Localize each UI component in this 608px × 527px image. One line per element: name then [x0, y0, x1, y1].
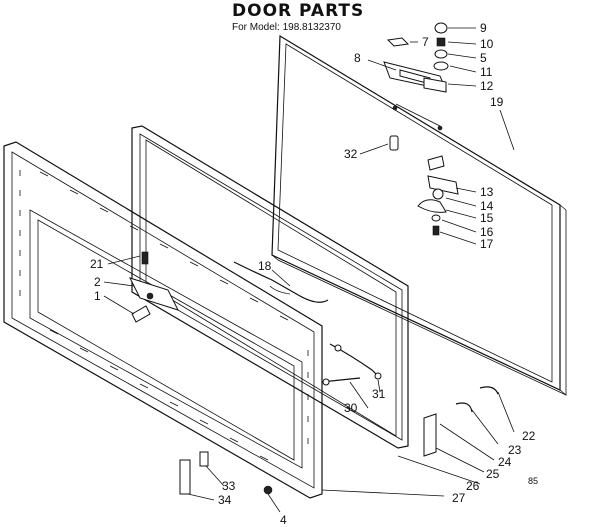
- callout-26: 26: [466, 479, 480, 493]
- callout-27: 27: [452, 491, 466, 505]
- callout-13: 13: [480, 185, 494, 199]
- callout-32: 32: [344, 147, 358, 161]
- lower-right-hardware: [423, 386, 499, 457]
- callout-34: 34: [218, 493, 232, 507]
- callout-7: 7: [422, 35, 429, 49]
- callout-23: 23: [508, 443, 522, 457]
- callout-18: 18: [258, 259, 272, 273]
- inner-door-panel: [3, 141, 323, 499]
- callout-9: 9: [480, 21, 487, 35]
- callout-17: 17: [480, 237, 494, 251]
- connector-30: [321, 377, 361, 386]
- callout-33: 33: [222, 479, 236, 493]
- callout-31: 31: [372, 387, 386, 401]
- callout-8: 8: [354, 51, 361, 65]
- callout-12: 12: [480, 79, 494, 93]
- middle-glass-frame: [131, 125, 409, 449]
- callout-30: 30: [344, 401, 358, 415]
- callout-15: 15: [480, 211, 494, 225]
- outer-door-panel: [271, 34, 567, 396]
- wire-harness-31: [329, 343, 382, 380]
- callout-5: 5: [480, 51, 487, 65]
- screw-21: [141, 251, 149, 265]
- lower-hinge-assembly: [417, 155, 459, 236]
- wire-18: [233, 261, 329, 303]
- callout-1: 1: [94, 289, 101, 303]
- callout-25: 25: [486, 467, 500, 481]
- callout-2: 2: [94, 275, 101, 289]
- callout-14: 14: [480, 199, 494, 213]
- callout-22: 22: [522, 429, 536, 443]
- page-mark: 85: [528, 476, 538, 486]
- bulb-1: [131, 305, 151, 323]
- light-plate-2: [129, 277, 179, 311]
- pin-32: [389, 135, 399, 151]
- callout-19: 19: [490, 95, 504, 109]
- callout-11: 11: [480, 65, 493, 79]
- callout-16: 16: [480, 225, 494, 239]
- callout-4: 4: [280, 513, 287, 527]
- leader-lines: [103, 27, 515, 513]
- diagram-title: DOOR PARTS: [232, 1, 364, 21]
- model-line: For Model: 198.8132370: [232, 22, 341, 33]
- callout-24: 24: [498, 455, 512, 469]
- panel-perforations: [19, 170, 309, 461]
- callout-21: 21: [90, 257, 104, 271]
- bracket-33-34: [179, 451, 273, 495]
- callout-10: 10: [480, 37, 494, 51]
- top-hinge-assembly: [383, 22, 449, 131]
